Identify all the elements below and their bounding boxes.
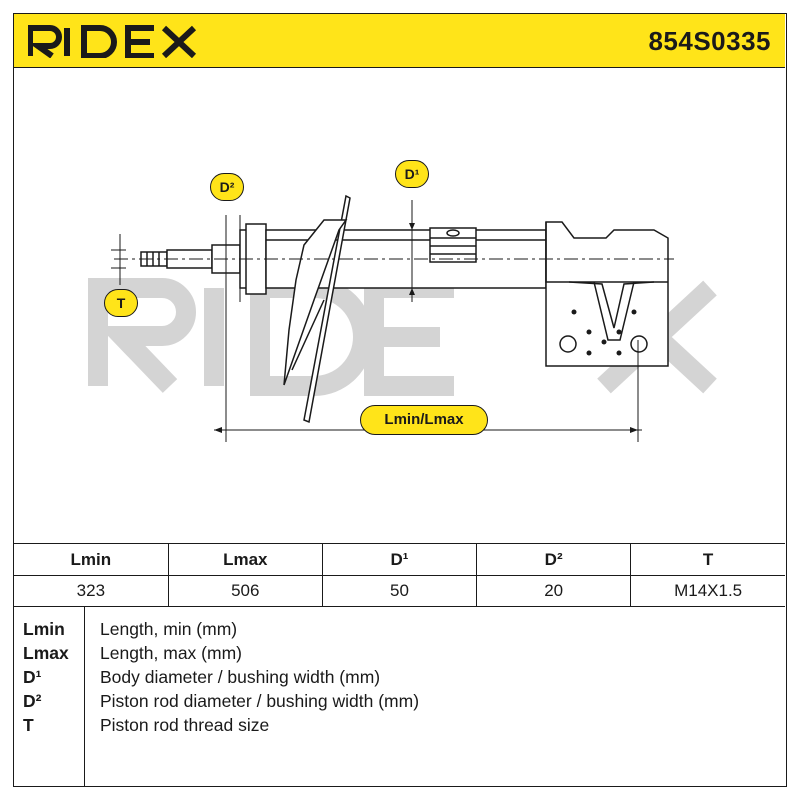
spec-header-t: T	[630, 543, 785, 576]
legend-divider	[84, 607, 85, 786]
shock-absorber-drawing	[88, 194, 717, 442]
legend-key: Lmax	[23, 643, 69, 663]
legend-row: Lmin Length, min (mm)	[14, 619, 785, 643]
callout-d2: D²	[210, 173, 244, 201]
spec-header-d2: D²	[476, 543, 632, 576]
legend-key: T	[23, 715, 34, 735]
spec-header-lmin: Lmin	[14, 543, 169, 576]
legend-desc: Length, min (mm)	[100, 619, 238, 639]
legend-row: D¹ Body diameter / bushing width (mm)	[14, 667, 785, 691]
part-number: 854S0335	[648, 26, 771, 56]
legend: Lmin Length, min (mm) Lmax Length, max (…	[14, 607, 785, 786]
legend-desc: Piston rod diameter / bushing width (mm)	[100, 691, 420, 711]
legend-desc: Length, max (mm)	[100, 643, 242, 663]
callout-d1: D¹	[395, 160, 429, 188]
legend-desc: Body diameter / bushing width (mm)	[100, 667, 381, 687]
spec-table-value-row: 323 506 50 20 M14X1.5	[14, 575, 785, 607]
spec-sheet: 854S0335	[13, 13, 787, 787]
legend-desc: Piston rod thread size	[100, 715, 270, 735]
spec-value-d1: 50	[321, 575, 478, 607]
spec-header-d1: D¹	[321, 543, 478, 576]
spec-table: Lmin Lmax D¹ D² T 323 506 50 20 M14X1.5	[14, 543, 785, 607]
spec-value-t: M14X1.5	[630, 575, 785, 607]
header-bar: 854S0335	[14, 14, 785, 68]
legend-row: Lmax Length, max (mm)	[14, 643, 785, 667]
legend-row: T Piston rod thread size	[14, 715, 785, 739]
legend-key: D¹	[23, 667, 42, 687]
spec-table-header-row: Lmin Lmax D¹ D² T	[14, 543, 785, 576]
legend-key: Lmin	[23, 619, 65, 639]
bracket-holes	[571, 309, 637, 356]
legend-row: D² Piston rod diameter / bushing width (…	[14, 691, 785, 715]
spec-value-lmin: 323	[14, 575, 169, 607]
spec-header-lmax: Lmax	[167, 543, 323, 576]
callout-length: Lmin/Lmax	[360, 405, 488, 435]
knuckle-bracket	[545, 221, 669, 367]
callout-t: T	[104, 289, 138, 317]
spring-seat	[283, 194, 351, 424]
ridex-logo	[28, 25, 197, 58]
spec-value-d2: 20	[476, 575, 632, 607]
legend-key: D²	[23, 691, 42, 711]
spec-value-lmax: 506	[167, 575, 323, 607]
body-clamp	[429, 227, 477, 263]
